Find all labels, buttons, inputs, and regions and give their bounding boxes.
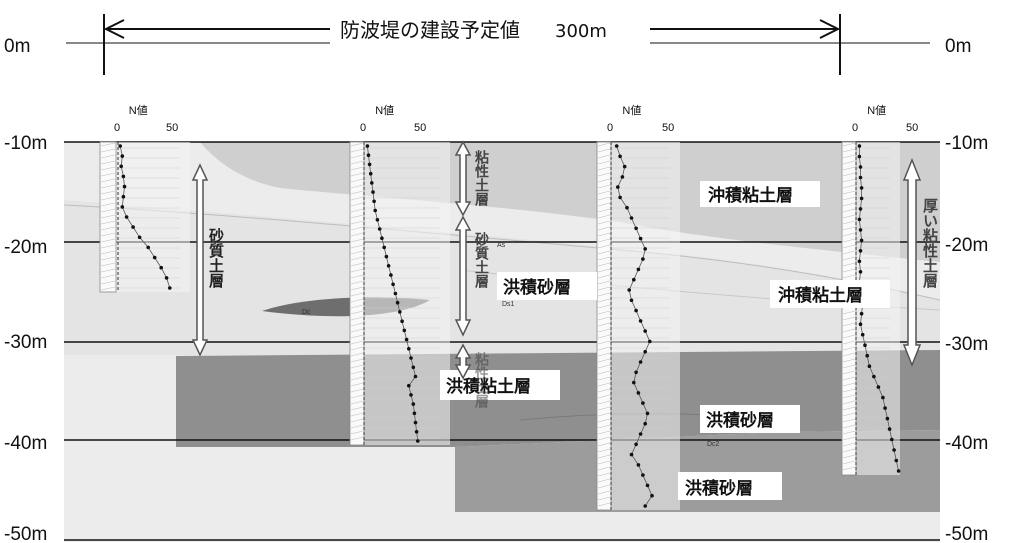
breakwater-span: 防波堤の建設予定値 300m <box>103 14 841 75</box>
vertical-label-sandy-mid: 砂質土層 <box>473 231 490 289</box>
thickness-arrows <box>191 140 922 380</box>
depth-label: -40m <box>945 433 988 454</box>
layer-label-diluvial-sand-2: 洪積砂層 <box>706 410 774 431</box>
borehole: N値 0 50 <box>841 104 918 476</box>
depth-label: -20m <box>945 235 988 256</box>
layer-label-alluvial-clay-2: 沖積粘土層 <box>778 285 863 306</box>
code-ds1: Ds1 <box>502 301 515 308</box>
n-tick-0: 0 <box>114 122 120 134</box>
n-tick-50: 50 <box>414 122 426 134</box>
borehole: N値 0 50 <box>596 104 680 511</box>
depth-label: -10m <box>945 133 988 154</box>
span-label: 300m <box>555 21 607 42</box>
vertical-labels: 砂質土層 粘性土層 砂質土層 粘性土層 厚い粘性土層 <box>207 149 939 409</box>
layer-codes: Dc As Ds1 Dc2 <box>302 242 720 448</box>
n-tick-50: 50 <box>662 122 674 134</box>
layer-labels: 沖積粘土層 沖積粘土層 洪積砂層 洪積粘土層 洪積砂層 洪積砂層 <box>440 181 890 500</box>
depth-label: -30m <box>4 332 47 353</box>
vertical-label-sandy-left: 砂質土層 <box>207 227 225 289</box>
diagram-title: 防波堤の建設予定値 <box>340 18 520 42</box>
vertical-label-clayey-top: 粘性土層 <box>473 149 489 207</box>
borehole: N値 0 50 <box>349 104 450 446</box>
depth-label: -40m <box>4 433 47 454</box>
n-tick-0: 0 <box>607 122 613 134</box>
n-tick-0: 0 <box>852 122 858 134</box>
vertical-label-clayey-bottom: 粘性土層 <box>473 351 489 409</box>
n-tick-50: 50 <box>166 122 178 134</box>
n-value-title: N値 <box>375 104 394 117</box>
borehole: N値 0 50 <box>99 104 190 293</box>
depth-label: -10m <box>4 133 47 154</box>
depth-label: -20m <box>4 237 47 258</box>
n-tick-0: 0 <box>360 122 366 134</box>
layer-label-diluvial-sand-3: 洪積砂層 <box>685 478 753 499</box>
n-value-title: N値 <box>129 104 148 117</box>
depth-label: -50m <box>945 524 988 543</box>
depth-labels-left: 0m -10m -20m -30m -40m -50m <box>4 36 47 543</box>
layer-label-diluvial-clay: 洪積粘土層 <box>446 376 531 397</box>
n-tick-50: 50 <box>906 122 918 134</box>
depth-lines <box>64 42 940 541</box>
depth-label: 0m <box>4 36 30 57</box>
n-value-title: N値 <box>867 104 886 117</box>
n-value-title: N値 <box>622 104 641 117</box>
vertical-label-thick-clay: 厚い粘性土層 <box>921 198 939 289</box>
layer-diluvial-sand-lower <box>455 430 940 512</box>
depth-label: -50m <box>4 524 47 543</box>
boreholes: N値 0 50 N値 0 50 N値 0 50 N値 0 50 <box>99 104 918 511</box>
depth-label: -30m <box>945 334 988 355</box>
layer-label-alluvial-clay: 沖積粘土層 <box>708 185 793 206</box>
depth-labels-right: 0m -10m -20m -30m -40m -50m <box>945 36 988 543</box>
depth-label: 0m <box>945 36 971 57</box>
code-as: As <box>497 242 506 249</box>
code-dc2: Dc2 <box>707 441 720 448</box>
code-dc: Dc <box>302 309 311 316</box>
layer-label-diluvial-sand: 洪積砂層 <box>503 277 571 298</box>
